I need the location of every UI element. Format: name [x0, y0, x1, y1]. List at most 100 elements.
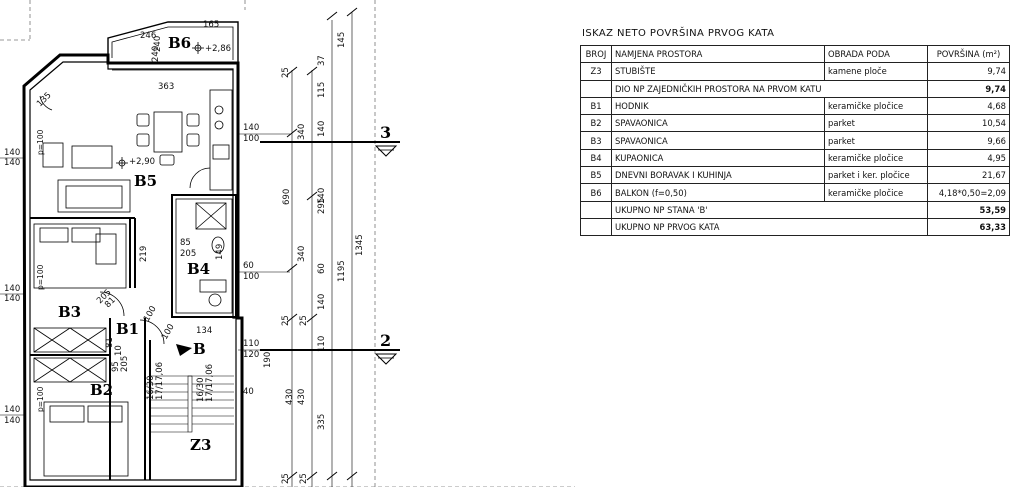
svg-text:219: 219 — [139, 246, 149, 262]
apartment-total-row: UKUPNO NP STANA 'B' 53,59 — [580, 200, 1010, 219]
svg-text:100: 100 — [160, 322, 177, 341]
cell-floor: keramičke pločice — [824, 183, 928, 202]
cell-code: B1 — [580, 96, 612, 116]
cell-name: KUPAONICA — [611, 148, 825, 168]
entrance-arrow-icon — [176, 344, 192, 356]
svg-text:295: 295 — [317, 198, 327, 214]
svg-text:110: 110 — [317, 336, 327, 352]
header-name: NAMJENA PROSTORA — [611, 44, 825, 64]
svg-text:363: 363 — [158, 82, 174, 92]
svg-text:+2,86: +2,86 — [205, 44, 231, 54]
svg-text:p=100: p=100 — [36, 129, 45, 155]
svg-text:25: 25 — [281, 473, 291, 484]
svg-text:p=100: p=100 — [36, 386, 45, 412]
cell-name: HODNIK — [611, 96, 825, 116]
svg-text:37: 37 — [317, 55, 327, 66]
svg-text:17/17,06: 17/17,06 — [155, 362, 165, 400]
svg-text:190: 190 — [263, 352, 273, 368]
svg-text:16/30: 16/30 — [196, 378, 206, 403]
section-mark-3: 3 — [260, 123, 400, 157]
svg-text:17/17,06: 17/17,06 — [205, 364, 215, 402]
room-label-b4: B4 — [187, 260, 210, 278]
svg-text:140: 140 — [4, 148, 20, 158]
svg-text:340: 340 — [297, 124, 307, 140]
cell-floor: keramičke pločice — [824, 96, 928, 116]
svg-text:110: 110 — [243, 339, 259, 349]
level-marker-living: +2,90 — [116, 157, 155, 169]
room-label-b: B — [193, 340, 206, 358]
svg-text:140: 140 — [4, 405, 20, 415]
area-schedule: ISKAZ NETO POVRŠINA PRVOG KATA BROJ NAMJ… — [580, 28, 1010, 237]
cell-name: DNEVNI BORAVAK I KUHINJA — [611, 166, 825, 185]
cell-floor: parket — [824, 114, 928, 133]
table-row: Z3 STUBIŠTE kamene ploče 9,74 — [580, 62, 1010, 81]
common-total-row: DIO NP ZAJEDNIČKIH PROSTORA NA PRVOM KAT… — [580, 79, 1010, 98]
table-row: B1 HODNIK keramičke pločice 4,68 — [580, 96, 1010, 116]
svg-text:+2,90: +2,90 — [129, 157, 155, 167]
table-row: B4 KUPAONICA keramičke pločice 4,95 — [580, 148, 1010, 168]
common-total-value: 9,74 — [927, 79, 1010, 98]
area-table: BROJ NAMJENA PROSTORA OBRADA PODA POVRŠI… — [580, 44, 1010, 237]
svg-text:140: 140 — [4, 158, 20, 168]
svg-text:10: 10 — [114, 345, 124, 356]
cell-code: B5 — [580, 166, 612, 185]
svg-text:1195: 1195 — [337, 260, 347, 282]
table-row: B3 SPAVAONICA parket 9,66 — [580, 131, 1010, 150]
svg-text:145: 145 — [337, 32, 347, 48]
svg-text:140: 140 — [4, 294, 20, 304]
table-row: B5 DNEVNI BORAVAK I KUHINJA parket i ker… — [580, 166, 1010, 185]
svg-text:135: 135 — [35, 91, 54, 110]
cell-code: B2 — [580, 114, 612, 133]
svg-text:430: 430 — [285, 389, 295, 405]
svg-text:240: 240 — [153, 36, 163, 52]
dimension-chains — [286, 7, 358, 487]
cell-area: 21,67 — [927, 166, 1010, 185]
floor-plan: +2,86 +2,90 B6 B5 B4 B3 B1 B B2 Z3 165 2… — [0, 0, 575, 487]
svg-text:690: 690 — [282, 189, 292, 205]
room-label-b2: B2 — [90, 381, 113, 399]
svg-text:120: 120 — [243, 350, 259, 360]
svg-text:60: 60 — [243, 261, 254, 271]
cell-area: 9,66 — [927, 131, 1010, 150]
svg-text:60: 60 — [317, 263, 327, 274]
room-label-b5: B5 — [134, 172, 157, 190]
cell-floor: keramičke pločice — [824, 148, 928, 168]
apartment-total-value: 53,59 — [927, 200, 1010, 219]
top-dimensions: 165 246 240 240 363 135 — [35, 20, 238, 109]
floor-total-row: UKUPNO NP PRVOG KATA 63,33 — [580, 217, 1010, 237]
cell-floor: parket i ker. pločice — [824, 166, 928, 185]
header-floor: OBRADA PODA — [824, 44, 928, 64]
cell-code: Z3 — [580, 62, 612, 81]
svg-text:100: 100 — [243, 272, 259, 282]
apartment-total-label: UKUPNO NP STANA 'B' — [611, 200, 928, 219]
svg-text:3: 3 — [380, 123, 391, 142]
cell-area: 4,95 — [927, 148, 1010, 168]
furniture — [33, 89, 234, 477]
table-row: B6 BALKON (f=0,50) keramičke pločice 4,1… — [580, 183, 1010, 202]
svg-text:140: 140 — [317, 294, 327, 310]
left-dimensions: 140 140 140 140 140 140 p=100 p=100 p=10… — [0, 129, 45, 426]
table-row: B2 SPAVAONICA parket 10,54 — [580, 114, 1010, 133]
cell-name: SPAVAONICA — [611, 131, 825, 150]
svg-text:p=100: p=100 — [36, 264, 45, 290]
cell-floor: kamene ploče — [824, 62, 928, 81]
svg-text:16/30: 16/30 — [146, 376, 156, 401]
svg-text:25: 25 — [281, 67, 291, 78]
svg-text:95: 95 — [111, 361, 121, 372]
dimension-chain-labels: 145 37 115 140 340 140 60 140 110 430 33… — [281, 32, 365, 484]
svg-text:240: 240 — [151, 46, 161, 62]
floor-total-label: UKUPNO NP PRVOG KATA — [611, 217, 928, 237]
room-label-z3: Z3 — [190, 436, 211, 454]
svg-text:149: 149 — [215, 244, 225, 260]
svg-text:100: 100 — [243, 134, 259, 144]
table-title: ISKAZ NETO POVRŠINA PRVOG KATA — [582, 28, 775, 39]
cell-name: SPAVAONICA — [611, 114, 825, 133]
svg-text:115: 115 — [317, 82, 327, 98]
cell-floor: parket — [824, 131, 928, 150]
svg-text:2: 2 — [380, 331, 391, 350]
svg-text:134: 134 — [196, 326, 212, 336]
room-label-b3: B3 — [58, 303, 81, 321]
cell-code: B4 — [580, 148, 612, 168]
level-marker-balcony: +2,86 — [192, 42, 231, 54]
svg-text:340: 340 — [297, 246, 307, 262]
